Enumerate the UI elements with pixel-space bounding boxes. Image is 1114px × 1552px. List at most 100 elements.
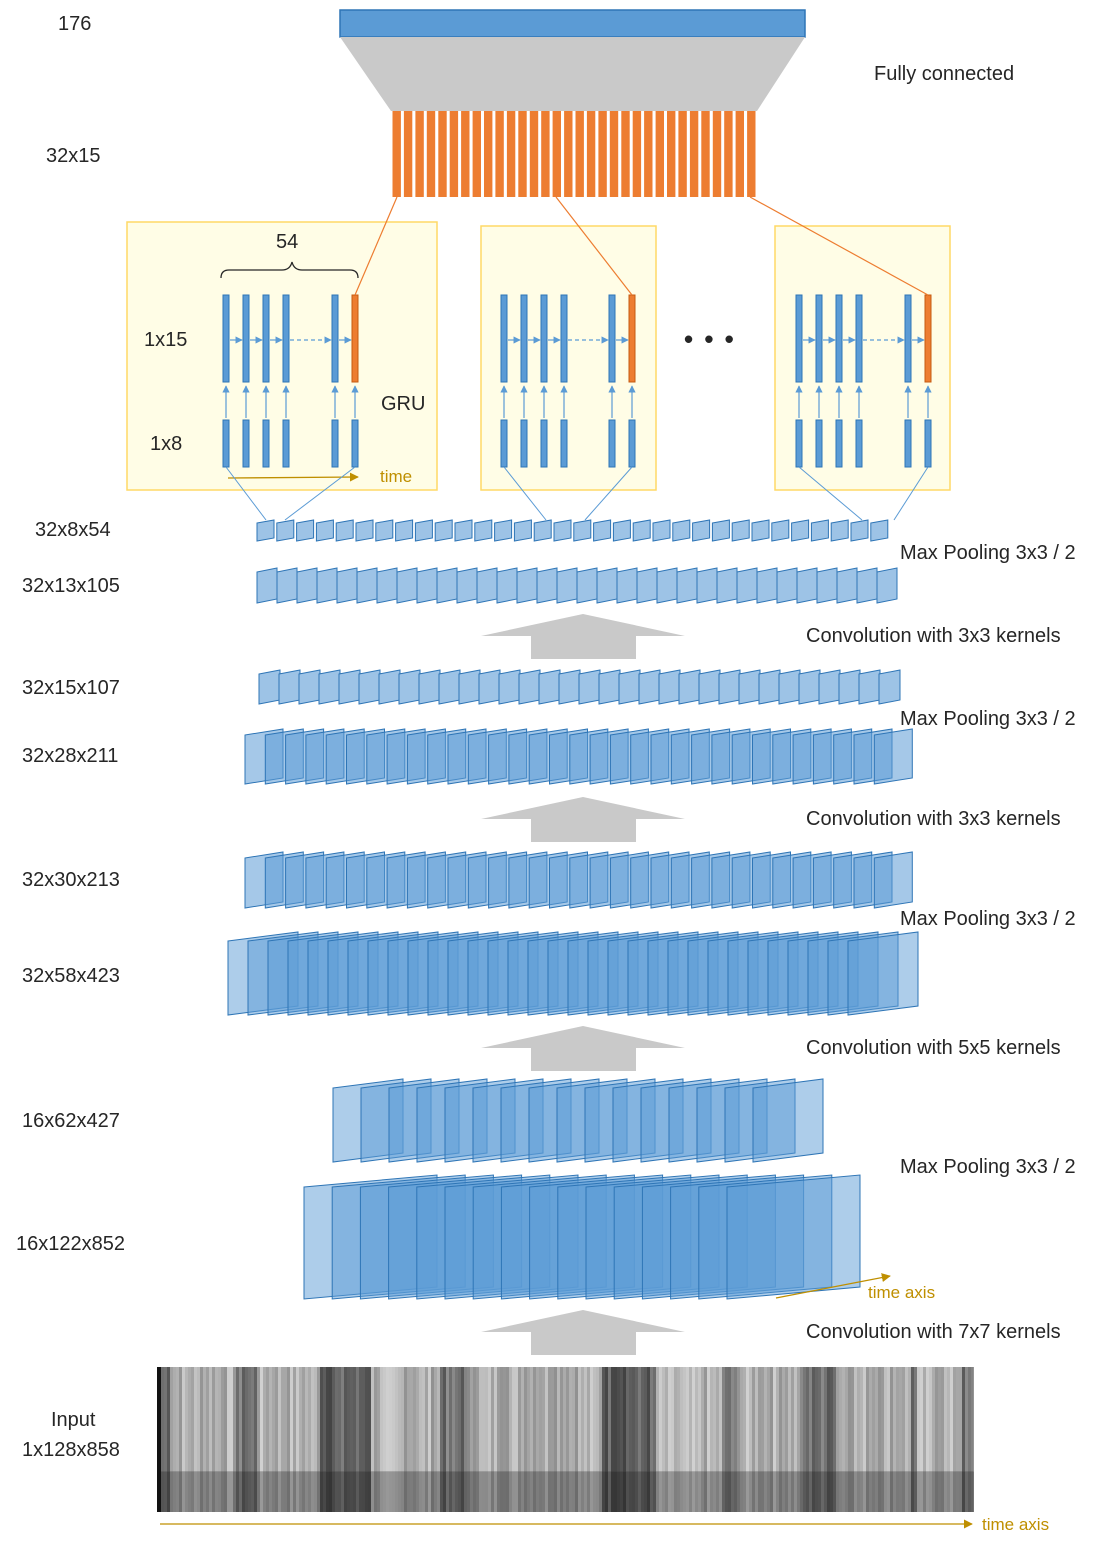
spectrogram-band [248, 1471, 251, 1512]
spectrogram-band [275, 1471, 278, 1512]
op-maxpool-c: Max Pooling 3x3 / 2 [900, 908, 1076, 930]
spectrogram-band [674, 1367, 677, 1472]
feature-map-32x15x107 [838, 669, 861, 705]
spectrogram-band [359, 1367, 362, 1472]
spectrogram-band [962, 1367, 965, 1472]
spectrogram-band [290, 1367, 293, 1472]
spectrogram-band [782, 1471, 785, 1512]
gru-hidden-vector [795, 294, 803, 383]
spectrogram-band [923, 1367, 926, 1472]
spectrogram-band [269, 1471, 272, 1512]
spectrogram-band [230, 1471, 233, 1512]
spectrogram-band [413, 1471, 416, 1512]
spectrogram-band [743, 1471, 746, 1512]
feature-map-32x13x105 [676, 567, 698, 604]
spectrogram-band [683, 1471, 686, 1512]
spectrogram-band [716, 1367, 719, 1472]
spectrogram-band [797, 1367, 800, 1472]
spectrogram-band [524, 1471, 527, 1512]
spectrogram-band [953, 1367, 956, 1472]
spectrogram-band [251, 1367, 254, 1472]
spectrogram-band [932, 1367, 935, 1472]
spectrogram-band [410, 1471, 413, 1512]
spectrogram-band [197, 1367, 200, 1472]
spectrogram-band [386, 1367, 389, 1472]
feature-map-32x13x105 [456, 567, 478, 604]
spectrogram-band [263, 1367, 266, 1472]
spectrogram-band [878, 1367, 881, 1472]
spectrogram-band [353, 1367, 356, 1472]
spectrogram-left-edge [157, 1367, 161, 1512]
gru-hidden-vector [331, 294, 339, 383]
feature-map-32x15x107 [338, 669, 361, 705]
spectrogram-band [518, 1367, 521, 1472]
spectrogram-band [698, 1367, 701, 1472]
feature-map-32x8x54 [751, 519, 770, 542]
spectrogram-band [173, 1471, 176, 1512]
feature-map-32x8x54 [632, 519, 651, 542]
spectrogram-band [518, 1471, 521, 1512]
gru-hidden-vector [500, 294, 508, 383]
spectrogram-band [968, 1471, 971, 1512]
op-conv-5x5: Convolution with 5x5 kernels [806, 1037, 1061, 1059]
spectrogram-band [725, 1367, 728, 1472]
gru-input-vector [924, 419, 932, 468]
spectrogram-band [839, 1471, 842, 1512]
conv-arrow-3x3-a [481, 614, 685, 659]
spectrogram-band [752, 1471, 755, 1512]
spectrogram-band [428, 1367, 431, 1472]
spectrogram-band [827, 1367, 830, 1472]
spectrogram-band [623, 1471, 626, 1512]
spectrogram-band [848, 1367, 851, 1472]
spectrogram-band [767, 1471, 770, 1512]
spectrogram-band [890, 1367, 893, 1472]
spectrogram-band [539, 1471, 542, 1512]
spectrogram-band [350, 1471, 353, 1512]
spectrogram-band [689, 1471, 692, 1512]
feature-map-32x28x211 [873, 728, 913, 785]
spectrogram-band [845, 1367, 848, 1472]
spectrogram-band [773, 1367, 776, 1472]
spectrogram-band [470, 1471, 473, 1512]
spectrogram-band [506, 1471, 509, 1512]
spectrogram-band [410, 1367, 413, 1472]
spectrogram-band [269, 1367, 272, 1472]
spectrogram-band [641, 1367, 644, 1472]
spectrogram-band [419, 1471, 422, 1512]
spectrogram-band [515, 1471, 518, 1512]
spectrogram-band [503, 1471, 506, 1512]
gru-output-bar [495, 111, 504, 197]
spectrogram-band [491, 1471, 494, 1512]
gru-input-vector [835, 419, 843, 468]
feature-map-32x15x107 [878, 669, 901, 705]
feature-size-32x30x213: 32x30x213 [22, 869, 120, 891]
gru-output-bar [506, 111, 516, 197]
feature-map-32x13x105 [396, 567, 418, 604]
time-axis-arrow [775, 1273, 891, 1299]
spectrogram-band [605, 1471, 608, 1512]
gru-hidden-vector [222, 294, 230, 383]
spectrogram-band [746, 1471, 749, 1512]
feature-map-32x8x54 [612, 519, 631, 542]
feature-map-32x15x107 [558, 669, 581, 705]
spectrogram-band [695, 1471, 698, 1512]
feature-map-32x8x54 [296, 519, 315, 542]
spectrogram-band [542, 1471, 545, 1512]
feature-map-32x15x107 [598, 669, 621, 705]
spectrogram-band [407, 1471, 410, 1512]
spectrogram-band [434, 1471, 437, 1512]
spectrogram-band [377, 1471, 380, 1512]
spectrogram-band [770, 1471, 773, 1512]
gru-input-vector [540, 419, 548, 468]
spectrogram-band [884, 1471, 887, 1512]
feature-map-32x8x54 [414, 519, 433, 542]
fully-connected-label: Fully connected [874, 63, 1015, 85]
spectrogram-band [626, 1471, 629, 1512]
spectrogram-band [311, 1367, 314, 1472]
spectrogram-band [755, 1367, 758, 1472]
feature-map-32x8x54 [652, 519, 671, 542]
spectrogram-band [638, 1367, 641, 1472]
spectrogram-band [173, 1367, 176, 1472]
spectrogram-band [653, 1367, 656, 1472]
spectrogram-band [662, 1367, 665, 1472]
